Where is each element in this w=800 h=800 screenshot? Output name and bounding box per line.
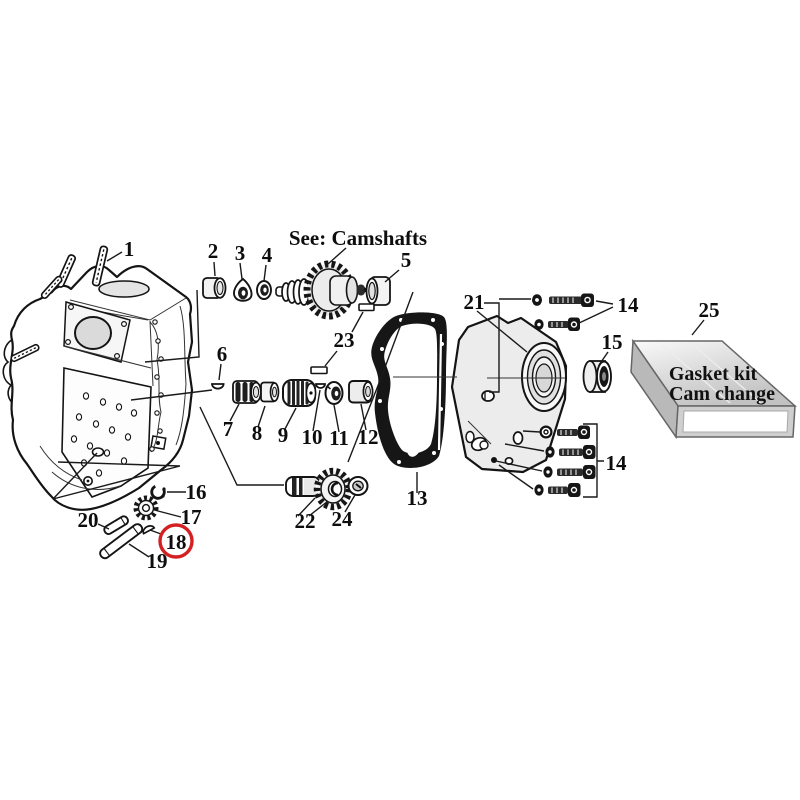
label-part-11[interactable]: 11 [329, 426, 349, 450]
screw-set-14-bottom [534, 425, 596, 497]
label-part-15[interactable]: 15 [602, 330, 623, 354]
part-23-key-lower [310, 366, 328, 375]
label-part-23[interactable]: 23 [334, 328, 355, 352]
label-part-5[interactable]: 5 [401, 248, 412, 272]
label-part-7[interactable]: 7 [223, 417, 234, 441]
part-18-key [142, 525, 156, 535]
label-part-14-top[interactable]: 14 [618, 293, 640, 317]
gasket-kit-box: Gasket kit Cam change [630, 338, 797, 440]
gasket-kit-label-line2: Cam change [669, 383, 775, 405]
label-part-4[interactable]: 4 [262, 243, 273, 267]
label-part-16[interactable]: 16 [186, 480, 207, 504]
leader-lines [52, 247, 705, 558]
part-15-seal [582, 360, 612, 393]
label-part-25[interactable]: 25 [699, 298, 720, 322]
part-13-gasket-drawing [371, 312, 447, 468]
label-part-24[interactable]: 24 [332, 507, 354, 531]
part-12-bushing [348, 380, 374, 404]
gasket-kit-label-line1: Gasket kit [669, 363, 758, 385]
crankcase-drawing [2, 245, 194, 511]
label-part-6[interactable]: 6 [217, 342, 228, 366]
part-6-shim [211, 383, 225, 390]
part-7-bushing [232, 380, 262, 404]
screw-set-14-top [532, 293, 594, 331]
label-part-20[interactable]: 20 [78, 508, 99, 532]
part-10-shim [315, 383, 326, 389]
label-part-17[interactable]: 17 [181, 505, 202, 529]
part-24-washer [347, 476, 369, 496]
part-3-tappet [233, 277, 253, 302]
part-17-oil-pump-gear [133, 495, 159, 521]
see-camshafts-note[interactable]: See: Camshafts [289, 226, 427, 250]
label-part-18[interactable]: 18 [166, 530, 187, 554]
label-part-2[interactable]: 2 [208, 239, 219, 263]
label-part-14-bottom[interactable]: 14 [606, 451, 628, 475]
label-part-12[interactable]: 12 [358, 425, 379, 449]
label-part-21[interactable]: 21 [464, 290, 485, 314]
label-part-19[interactable]: 19 [147, 549, 168, 573]
part-16-retaining-ring [150, 484, 166, 500]
part-19-shaft [99, 523, 144, 560]
part-11-washer [324, 381, 344, 405]
label-part-10[interactable]: 10 [302, 425, 323, 449]
part-2-bushing [202, 277, 227, 299]
part-5-bushing [365, 276, 391, 306]
label-part-8[interactable]: 8 [252, 421, 263, 445]
part-9-splined-gear [282, 379, 317, 407]
label-part-9[interactable]: 9 [278, 423, 289, 447]
label-part-13[interactable]: 13 [407, 486, 428, 510]
part-23-key-upper [358, 303, 375, 312]
part-4-washer [256, 280, 272, 300]
part-20-pin [103, 515, 129, 536]
part-8-spacer [260, 381, 280, 403]
label-part-3[interactable]: 3 [235, 241, 246, 265]
label-part-1[interactable]: 1 [124, 237, 135, 261]
camshaft-gear-drawing [275, 260, 369, 320]
part-22-pinion-gear [285, 467, 353, 511]
stud [10, 245, 109, 363]
label-part-22[interactable]: 22 [295, 509, 316, 533]
highlight-circle-part-18 [158, 523, 194, 559]
part-number-labels: 1 2 3 4 5 6 7 8 9 10 11 12 13 14 14 15 1… [78, 226, 720, 573]
part-21-cam-cover-drawing [450, 314, 568, 474]
